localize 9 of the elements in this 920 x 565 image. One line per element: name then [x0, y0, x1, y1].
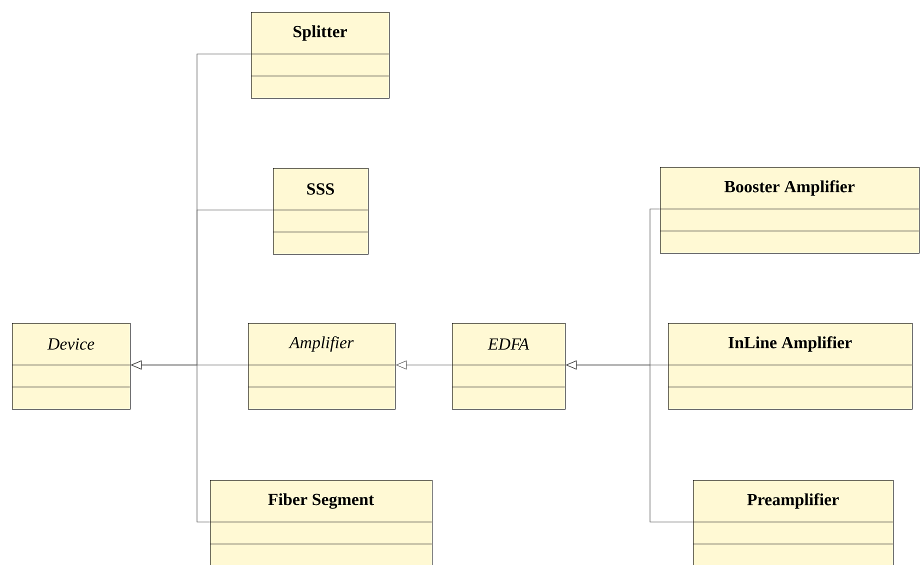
- class-box: SSS: [272, 168, 369, 255]
- class-box: Booster Amplifier: [660, 167, 920, 254]
- class-box: Amplifier: [248, 323, 396, 410]
- class-box: Fiber Segment: [210, 480, 433, 565]
- class-box: Device: [12, 323, 131, 410]
- class-box: Splitter: [250, 12, 390, 99]
- class-box: InLine Amplifier: [668, 323, 913, 410]
- class-box: Preamplifier: [692, 480, 894, 565]
- class-box: EDFA: [452, 323, 566, 410]
